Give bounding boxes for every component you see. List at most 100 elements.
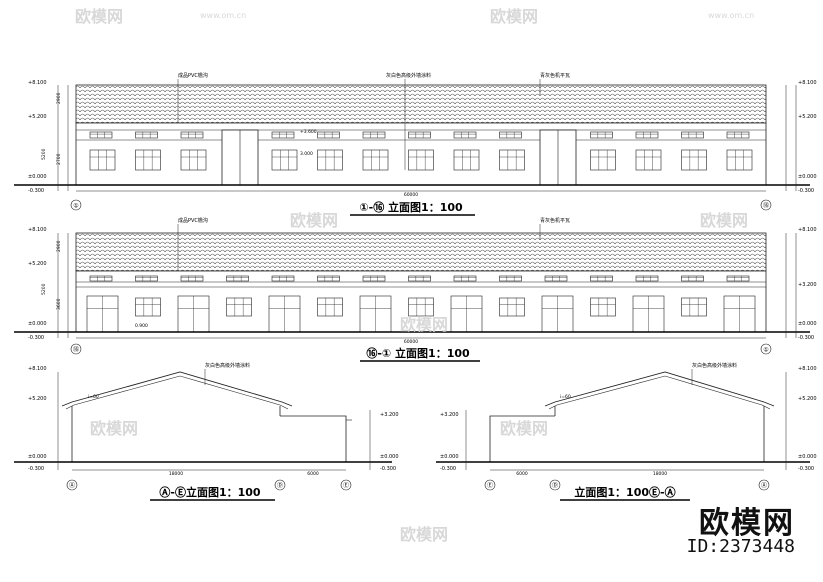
level-mark: ±0.000 <box>798 454 817 460</box>
high-window <box>362 275 386 282</box>
window <box>408 297 434 317</box>
watermark-brand: 欧模网 <box>90 419 138 438</box>
level-mark: ±0.000 <box>440 454 459 460</box>
watermark-brand: 欧模网 <box>490 7 538 26</box>
dim-text: 6000 <box>307 471 319 477</box>
high-window <box>135 275 158 282</box>
axis-marker: ⑯ <box>763 202 769 210</box>
level-mark: -0.300 <box>380 466 396 472</box>
window <box>681 149 707 171</box>
dim-text: 5200 <box>41 283 47 295</box>
high-window <box>681 275 704 282</box>
elevation-title: 立面图1：100Ⓔ-Ⓐ <box>574 485 675 499</box>
level-mark: +8.100 <box>798 366 817 372</box>
axis-marker: Ⓔ <box>487 482 493 490</box>
window <box>726 149 753 171</box>
slope-label: i=60 <box>560 394 571 400</box>
elevation-title: ①-⑯ 立面图1：100 <box>359 200 463 214</box>
level-mark: +8.100 <box>28 80 47 86</box>
high-window <box>726 275 750 282</box>
level-mark: ±0.000 <box>28 454 47 460</box>
high-window <box>317 131 340 139</box>
upper-windows <box>89 131 750 139</box>
window <box>226 297 252 317</box>
elevation-title: Ⓐ-Ⓔ立面图1：100 <box>159 485 261 499</box>
label-pvc: 成品PVC檐沟 <box>178 217 208 224</box>
level-mark: -0.300 <box>798 188 814 194</box>
watermark-brand: 欧模网 <box>500 419 548 438</box>
watermark-brand: 欧模网 <box>75 7 123 26</box>
dim-text: 6000 <box>516 471 528 477</box>
label-paint: 灰白色高级外墙涂料 <box>386 72 431 79</box>
window <box>135 149 161 171</box>
spot-elevation: 3.000 <box>300 151 313 157</box>
dim-text: 3600 <box>56 298 62 310</box>
dim-text: 5200 <box>41 148 47 160</box>
elevation-3: 灰白色高级外墙涂料 i=60 +8.100 +5.200 ±0.000 -0.3… <box>14 362 399 501</box>
window <box>271 149 298 171</box>
high-window <box>271 275 295 282</box>
watermark-brand: 欧模网 <box>290 211 338 230</box>
axis-marker: ① <box>73 203 78 210</box>
level-mark: ±0.000 <box>28 321 47 327</box>
level-mark: +3.200 <box>798 282 817 288</box>
high-window <box>453 275 477 282</box>
dim-text: 2700 <box>56 153 62 165</box>
label-paint: 灰白色高级外墙涂料 <box>692 362 737 369</box>
axis-marker: ⑯ <box>73 346 79 354</box>
window <box>317 149 343 171</box>
high-window <box>271 131 295 139</box>
window <box>135 297 161 317</box>
level-mark: +8.100 <box>28 227 47 233</box>
slope-label: i=60 <box>88 394 99 400</box>
roof-tiles <box>75 232 767 272</box>
level-mark: +5.200 <box>28 261 47 267</box>
axis-marker: Ⓓ <box>277 482 283 490</box>
window <box>590 149 616 171</box>
span-dim: 60000 <box>404 339 418 345</box>
window <box>362 149 389 171</box>
watermark-brand-large: 欧模网 <box>699 506 795 541</box>
high-window <box>317 275 340 282</box>
dim-text: 2900 <box>56 240 62 252</box>
watermark-id: ID:2373448 <box>686 536 795 557</box>
level-mark: +5.200 <box>798 396 817 402</box>
level-mark: -0.300 <box>440 466 456 472</box>
lower-windows-and-doors <box>86 295 756 333</box>
spot-elevation: +3.600 <box>300 129 317 135</box>
dim-text: 2900 <box>56 92 62 104</box>
roof-tiles <box>75 84 767 124</box>
axis-marker: Ⓔ <box>343 482 349 490</box>
lower-windows <box>89 149 753 171</box>
window <box>453 149 480 171</box>
elevation-title: ⑯-① 立面图1：100 <box>366 346 470 360</box>
watermark-layer: 欧模网 www.om.cn 欧模网 www.om.cn 欧模网 欧模网 欧模网 … <box>75 7 754 544</box>
watermark-brand: 欧模网 <box>700 211 748 230</box>
window <box>180 149 207 171</box>
watermark-site: www.om.cn <box>708 11 754 20</box>
high-window <box>590 131 613 139</box>
watermark-brand: 欧模网 <box>400 525 448 544</box>
high-window <box>408 275 431 282</box>
level-mark: +3.200 <box>380 412 399 418</box>
level-mark: +3.200 <box>440 412 459 418</box>
high-window <box>499 131 522 139</box>
high-window <box>453 131 477 139</box>
axis-marker: Ⓓ <box>552 482 558 490</box>
axis-marker: ① <box>763 347 768 354</box>
elevation-2: 成品PVC檐沟 青灰色机平瓦 +8.100 +5.200 ±0.000 -0.3… <box>14 217 817 362</box>
high-window <box>135 131 158 139</box>
level-mark: ±0.000 <box>380 454 399 460</box>
level-mark: -0.300 <box>798 335 814 341</box>
level-mark: -0.300 <box>798 466 814 472</box>
window <box>89 149 116 171</box>
high-window <box>590 275 613 282</box>
high-window <box>180 131 204 139</box>
label-tile: 青灰色机平瓦 <box>540 217 570 224</box>
label-pvc: 成品PVC檐沟 <box>178 72 208 79</box>
level-mark: -0.300 <box>28 188 44 194</box>
high-window <box>499 275 522 282</box>
span-dim: 60000 <box>404 192 418 198</box>
window <box>681 297 707 317</box>
